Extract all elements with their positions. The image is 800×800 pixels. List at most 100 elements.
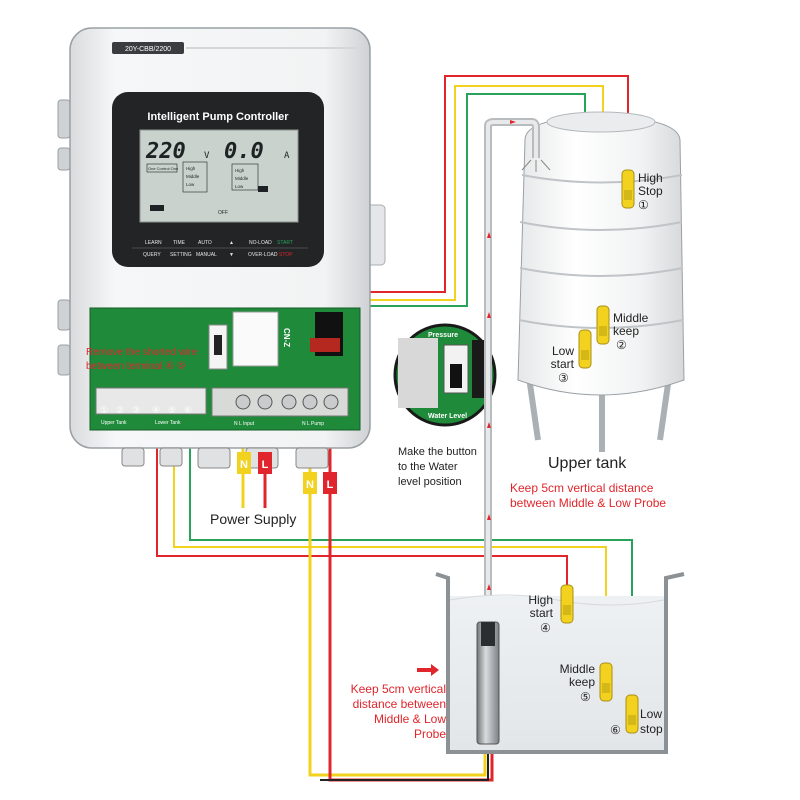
pump-n-tag: N	[306, 479, 314, 491]
lower-tank: Keep 5cm vertical distance between Middl…	[351, 572, 685, 754]
current-unit: A	[284, 151, 290, 161]
lower-tank-terminal-label: Lower Tank	[155, 420, 181, 426]
pump-terminal-label: N L Pump	[302, 421, 324, 427]
btn-start[interactable]: START	[277, 240, 293, 246]
probe-high-stop-num: ①	[638, 198, 649, 212]
keep-lower-line2: distance between	[353, 697, 446, 711]
water-level-label: Water Level	[428, 413, 467, 420]
probe-middle-keep-upper-num: ②	[616, 338, 627, 352]
btn-manual[interactable]: MANUAL	[196, 252, 217, 258]
mode-switch-small	[214, 335, 222, 355]
btn-up[interactable]: ▲	[229, 240, 234, 246]
keep-lower-line4: Probe	[414, 727, 446, 741]
water-level-switch	[450, 364, 462, 388]
lcd-level-middle-1: Middle	[186, 174, 200, 179]
keep-lower-line1: Keep 5cm vertical	[351, 682, 446, 696]
probe-high-stop-l1: High	[638, 171, 663, 185]
upper-tank-body	[517, 115, 685, 396]
remove-wire-note-line2: between terminal ④ ⑤	[86, 361, 186, 372]
probes: High Stop ① Middle keep ② Low start ③ Hi…	[528, 169, 663, 737]
probe-high-stop: High Stop ①	[621, 169, 663, 212]
panel-title: Intelligent Pump Controller	[147, 111, 289, 123]
probe-low-start: Low start ③	[551, 329, 592, 385]
terminal-3: ③	[132, 405, 140, 415]
terminal-6: ⑥	[184, 405, 192, 415]
terminal-numbers: ① ② ③ ④ ⑤ ⑥	[100, 405, 192, 415]
wire-red-high-start	[156, 400, 568, 585]
probe-middle-keep-lower-l2: keep	[569, 675, 595, 689]
lcd-level-high-1: High	[186, 166, 196, 171]
probe-middle-keep-upper-l2: keep	[613, 324, 639, 338]
upper-tank: Upper tank Keep 5cm vertical distance be…	[510, 111, 685, 510]
power-supply-label: Power Supply	[210, 511, 296, 527]
terminal-2: ②	[116, 405, 124, 415]
supply-l-tag: L	[262, 459, 269, 471]
btn-auto[interactable]: AUTO	[198, 240, 212, 246]
make-button-line1: Make the button	[398, 446, 477, 458]
lcd-level-low-1: Low	[186, 182, 195, 187]
btn-down[interactable]: ▼	[229, 252, 234, 258]
probe-high-start-l1: High	[528, 593, 553, 607]
pump-controller: 20Y-CBB/2200 Intelligent Pump Controller…	[57, 27, 386, 527]
lcd-level-high-2: High	[235, 168, 245, 173]
lower-tank-body	[435, 572, 685, 754]
btn-learn[interactable]: LEARN	[145, 240, 162, 246]
btn-stop[interactable]: STOP	[279, 252, 293, 258]
voltage-unit: V	[204, 151, 210, 161]
relay	[232, 311, 279, 367]
pressure-label: Pressure	[428, 332, 458, 339]
probe-low-start-num: ③	[558, 371, 569, 385]
lcd-level-middle-2: Middle	[235, 176, 249, 181]
terminal-block	[95, 387, 207, 415]
btn-time[interactable]: TIME	[173, 240, 186, 246]
lcd-screen	[139, 129, 299, 223]
current-value: 0.0	[224, 139, 264, 164]
button-legend: LEARN TIME AUTO ▲ NO-LOAD START QUERY SE…	[132, 240, 308, 258]
terminal-1: ①	[100, 405, 108, 415]
lcd-off-label: OFF	[218, 210, 228, 216]
ind-no-load: NO-LOAD	[249, 240, 272, 246]
probe-low-stop-l1: Low	[640, 707, 662, 721]
probe-low-start-l2: start	[551, 357, 575, 371]
probe-middle-keep-upper-l1: Middle	[613, 311, 649, 325]
probe-middle-keep-lower: Middle keep ⑤	[560, 662, 613, 704]
upper-tank-terminal-label: Upper Tank	[101, 420, 127, 426]
switch-zoom-callout: Pressure Water Level Make the button to …	[393, 323, 497, 488]
cable-glands	[121, 447, 329, 469]
make-button-line3: level position	[398, 476, 462, 488]
terminal-4: ④	[152, 405, 160, 415]
wire-pump-n	[308, 418, 487, 777]
lcd-level-low-2: Low	[235, 184, 244, 189]
probe-high-start: High start ④	[528, 584, 574, 635]
probe-low-stop: Low stop ⑥	[610, 694, 663, 737]
keep-upper-line2: between Middle & Low Probe	[510, 496, 666, 510]
relay-brand: CN-Z	[282, 328, 291, 347]
wire-pump-black	[320, 745, 489, 781]
voltage-value: 220	[145, 139, 186, 164]
model-label: 20Y-CBB/2200	[125, 46, 171, 53]
keep-upper-line1: Keep 5cm vertical distance	[510, 481, 654, 495]
probe-middle-keep-upper: Middle keep ②	[596, 305, 649, 352]
supply-n-tag: N	[240, 459, 248, 471]
probe-high-stop-l2: Stop	[638, 184, 663, 198]
probe-middle-keep-lower-num: ⑤	[580, 690, 591, 704]
make-button-line2: to the Water	[398, 461, 458, 473]
power-terminal-screws	[235, 394, 339, 410]
pump-l-tag: L	[327, 479, 334, 491]
probe-high-start-num: ④	[540, 621, 551, 635]
upper-tank-label: Upper tank	[548, 455, 627, 472]
probe-low-stop-l2: stop	[640, 722, 663, 736]
ind-over-load: OVER-LOAD	[248, 252, 278, 258]
lcd-mode-label: One Control One	[148, 166, 179, 171]
remove-wire-note-line1: Remove the shorted wire	[86, 347, 198, 358]
delivery-pipe	[484, 118, 551, 748]
probe-high-start-l2: start	[530, 606, 554, 620]
probe-low-stop-num: ⑥	[610, 723, 621, 737]
probe-middle-keep-lower-l1: Middle	[560, 662, 596, 676]
input-terminal-label: N L Input	[234, 421, 255, 427]
btn-query[interactable]: QUERY	[143, 252, 161, 258]
btn-setting[interactable]: SETTING	[170, 252, 192, 258]
terminal-5: ⑤	[168, 405, 176, 415]
keep-lower-line3: Middle & Low	[374, 712, 446, 726]
